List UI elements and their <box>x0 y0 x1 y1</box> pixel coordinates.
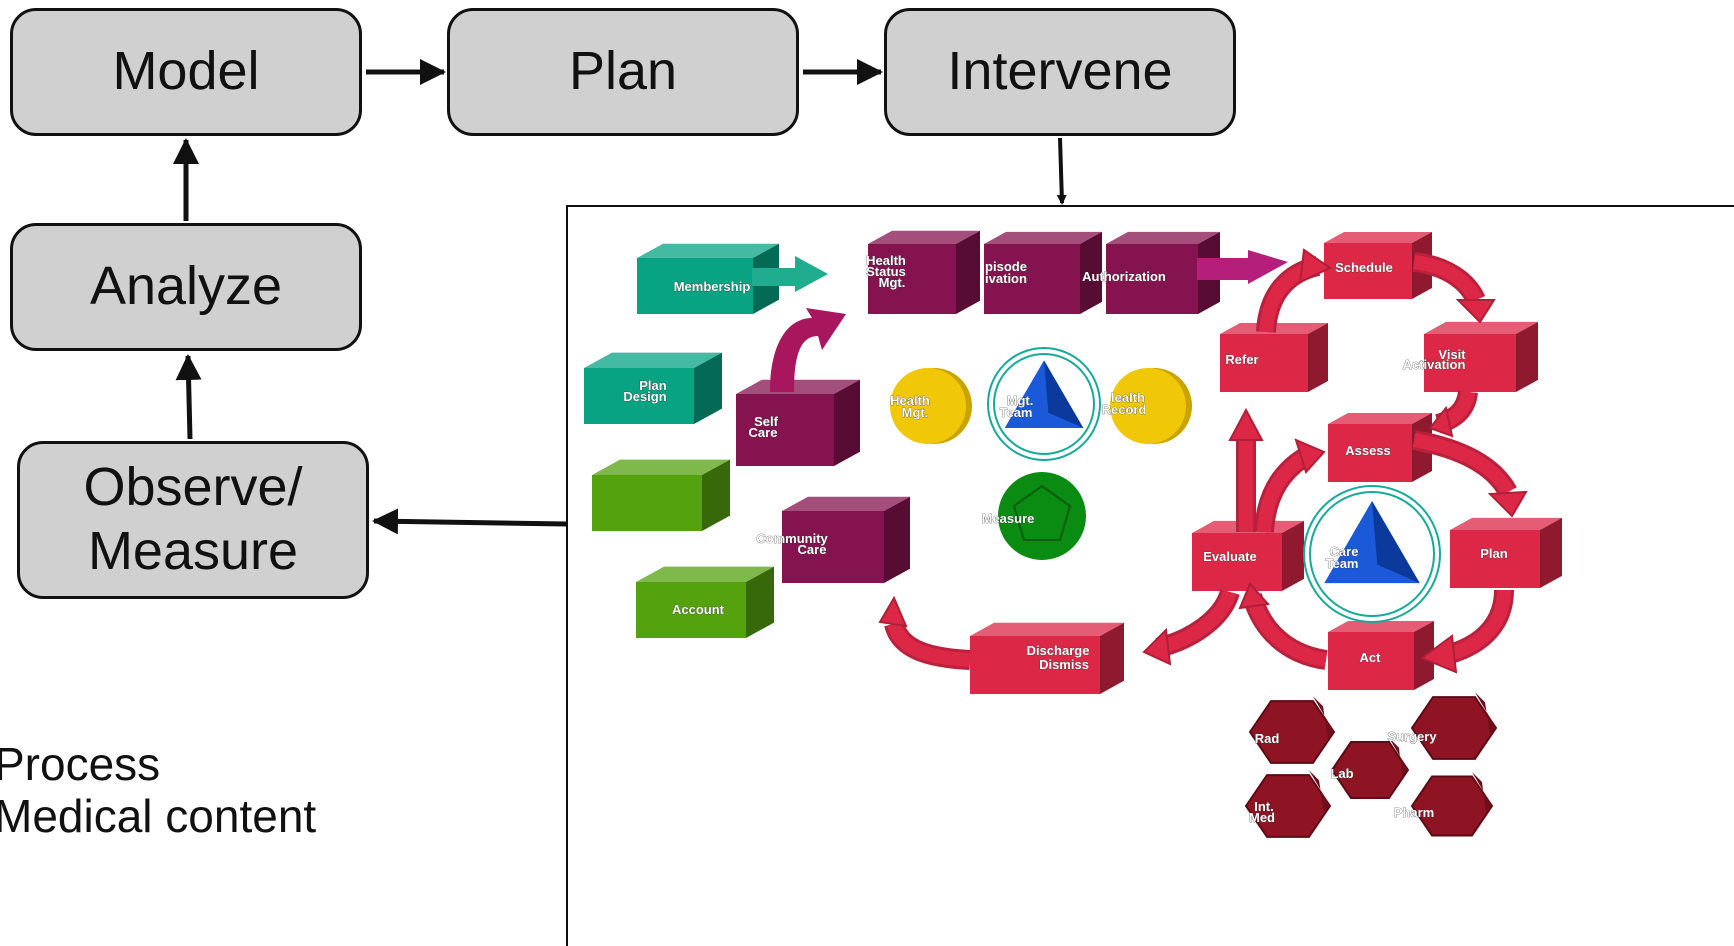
plan-box: Plan <box>447 8 799 136</box>
health-mgt-label-1: Health <box>890 393 930 408</box>
plan-care-label: Plan <box>1480 546 1508 561</box>
community-care-box <box>782 496 910 583</box>
evaluate-label: Evaluate <box>1203 549 1256 564</box>
care-team-triangle <box>1303 485 1441 623</box>
health-record-label-1: lealth <box>1111 390 1145 405</box>
discharge-label-1: Discharge <box>1027 643 1090 658</box>
health-status-label-1: Health <box>866 253 906 268</box>
curved-arrow-icon <box>1428 405 1454 438</box>
plan-care-box <box>1450 517 1562 588</box>
measure-pentagon <box>998 472 1086 560</box>
pharm-hex <box>1410 772 1494 837</box>
lab-hex <box>1330 737 1410 799</box>
health-record-coin <box>1110 368 1192 444</box>
visit-box <box>1424 321 1538 392</box>
assess-box <box>1328 413 1432 482</box>
health-status-label-3: Mgt. <box>879 275 906 290</box>
observe-measure-box: Observe/ Measure <box>17 441 369 599</box>
int-med-hex <box>1244 770 1332 838</box>
plan-design-label-1: Plan <box>639 378 667 393</box>
curved-arrow-icon <box>878 595 908 628</box>
intervene-label: Intervene <box>947 41 1173 102</box>
discharge-label-2: Dismiss <box>1039 657 1089 672</box>
measure-label: Measure <box>87 521 299 581</box>
curved-arrow-icon <box>1142 627 1172 666</box>
episode-label-2: ivation <box>985 271 1027 286</box>
analyze-label: Analyze <box>89 256 283 317</box>
schedule-label: Schedule <box>1335 260 1393 275</box>
curved-arrow-icon <box>1487 490 1528 518</box>
int-med-label-2: Med <box>1249 810 1275 825</box>
curved-arrow-icon <box>770 308 846 392</box>
membership-label: Membership <box>674 279 751 294</box>
model-box: Model <box>10 8 362 136</box>
health-record-label-2: Record <box>1102 402 1147 417</box>
lab-label: Lab <box>1330 766 1353 781</box>
measure-label: Measure <box>982 511 1035 526</box>
mgt-team-triangle <box>987 347 1101 461</box>
membership-box <box>637 243 779 314</box>
legend-process: Process <box>0 738 161 790</box>
visit-label-2: Activation <box>1403 357 1466 372</box>
authorization-label: Authorization <box>1082 269 1166 284</box>
flow-arrows <box>173 59 1067 535</box>
green-blank-box <box>592 459 730 531</box>
int-med-label-1: Int. <box>1254 799 1274 814</box>
rad-hex <box>1248 696 1336 764</box>
plan-design-label-2: Design <box>623 389 666 404</box>
act-label: Act <box>1360 650 1382 665</box>
self-care-label-2: Care <box>749 425 778 440</box>
arrow-right-icon <box>1197 250 1288 284</box>
self-care-label-1: Self <box>754 414 779 429</box>
self-care-box <box>736 379 860 466</box>
model-label: Model <box>112 41 260 102</box>
arrow-up-icon <box>175 354 202 440</box>
refer-label: Refer <box>1225 352 1258 367</box>
discharge-box <box>970 622 1124 694</box>
curved-arrow-icon <box>1455 299 1496 324</box>
pharm-label: Pharm <box>1394 805 1434 820</box>
schedule-box <box>1324 232 1432 299</box>
curved-arrow-icon <box>1298 248 1333 284</box>
plan-design-box <box>584 352 722 424</box>
curved-arrow-icon <box>1228 407 1264 441</box>
episode-label-1: pisode <box>985 259 1027 274</box>
legend-medical-content: Medical content <box>0 790 317 842</box>
analyze-box: Analyze <box>10 223 362 351</box>
episode-box <box>984 231 1102 314</box>
care-cycle-arrows <box>752 248 1528 674</box>
account-label: Account <box>672 602 725 617</box>
health-mgt-label-2: Mgt. <box>902 405 929 420</box>
surgery-hex <box>1410 692 1498 760</box>
curved-arrow-icon <box>1294 438 1326 474</box>
rad-label: Rad <box>1255 731 1280 746</box>
arrow-down-icon <box>1056 137 1067 205</box>
care-team-label-1: Care <box>1330 544 1359 559</box>
health-status-box <box>868 230 980 314</box>
health-mgt-coin <box>890 368 972 444</box>
account-box <box>636 566 774 638</box>
community-care-label-2: Care <box>798 542 827 557</box>
visit-label-1: Visit <box>1438 347 1466 362</box>
intervene-box: Intervene <box>884 8 1236 136</box>
act-box <box>1328 621 1434 690</box>
community-care-label-1: Community <box>756 531 828 546</box>
curved-arrow-icon <box>1419 634 1458 674</box>
assess-label: Assess <box>1345 443 1391 458</box>
care-team-label-2: Team <box>1326 556 1359 571</box>
health-status-label-2: Status <box>866 264 906 279</box>
observe-label: Observe/ <box>83 457 303 518</box>
surgery-label: Surgery <box>1387 729 1437 744</box>
plan-label: Plan <box>568 41 678 102</box>
mgt-team-label-2: Team <box>1000 405 1033 420</box>
mgt-team-label-1: Mgt. <box>1007 393 1034 408</box>
arrow-right-icon <box>752 256 828 292</box>
curved-arrow-icon <box>1238 582 1270 610</box>
arrow-left-icon <box>372 508 568 535</box>
